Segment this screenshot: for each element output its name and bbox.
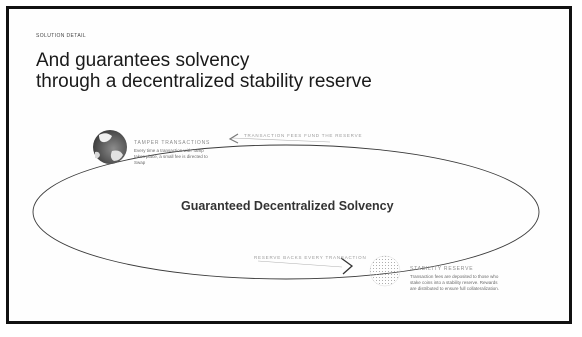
node-transactions-description: Every time a transaction with Tamp takes… [134, 148, 208, 165]
node-reserve-title: STABILITY RESERVE [410, 266, 474, 272]
node-transactions-title: TAMPER TRANSACTIONS [134, 140, 211, 146]
slide-title: And guarantees solvency through a decent… [36, 50, 372, 92]
globe-icon [93, 130, 127, 164]
bottom-arrow [257, 257, 354, 275]
node-reserve-description: Transaction fees are deposited to those … [410, 274, 500, 291]
top-arrow [228, 133, 331, 144]
slide-title-line-1: And guarantees solvency [36, 50, 250, 71]
slide-frame [6, 6, 572, 324]
center-label: Guaranteed Decentralized Solvency [181, 199, 394, 213]
dotted-circle-icon [369, 255, 401, 287]
bottom-arrow-label: RESERVE BACKS EVERY TRANSACTION [254, 255, 367, 260]
top-arrow-label: TRANSACTION FEES FUND THE RESERVE [244, 133, 363, 138]
cycle-ellipse [32, 144, 540, 280]
slide-eyebrow: SOLUTION DETAIL [36, 33, 87, 39]
slide-title-line-2: through a decentralized stability reserv… [36, 71, 372, 92]
